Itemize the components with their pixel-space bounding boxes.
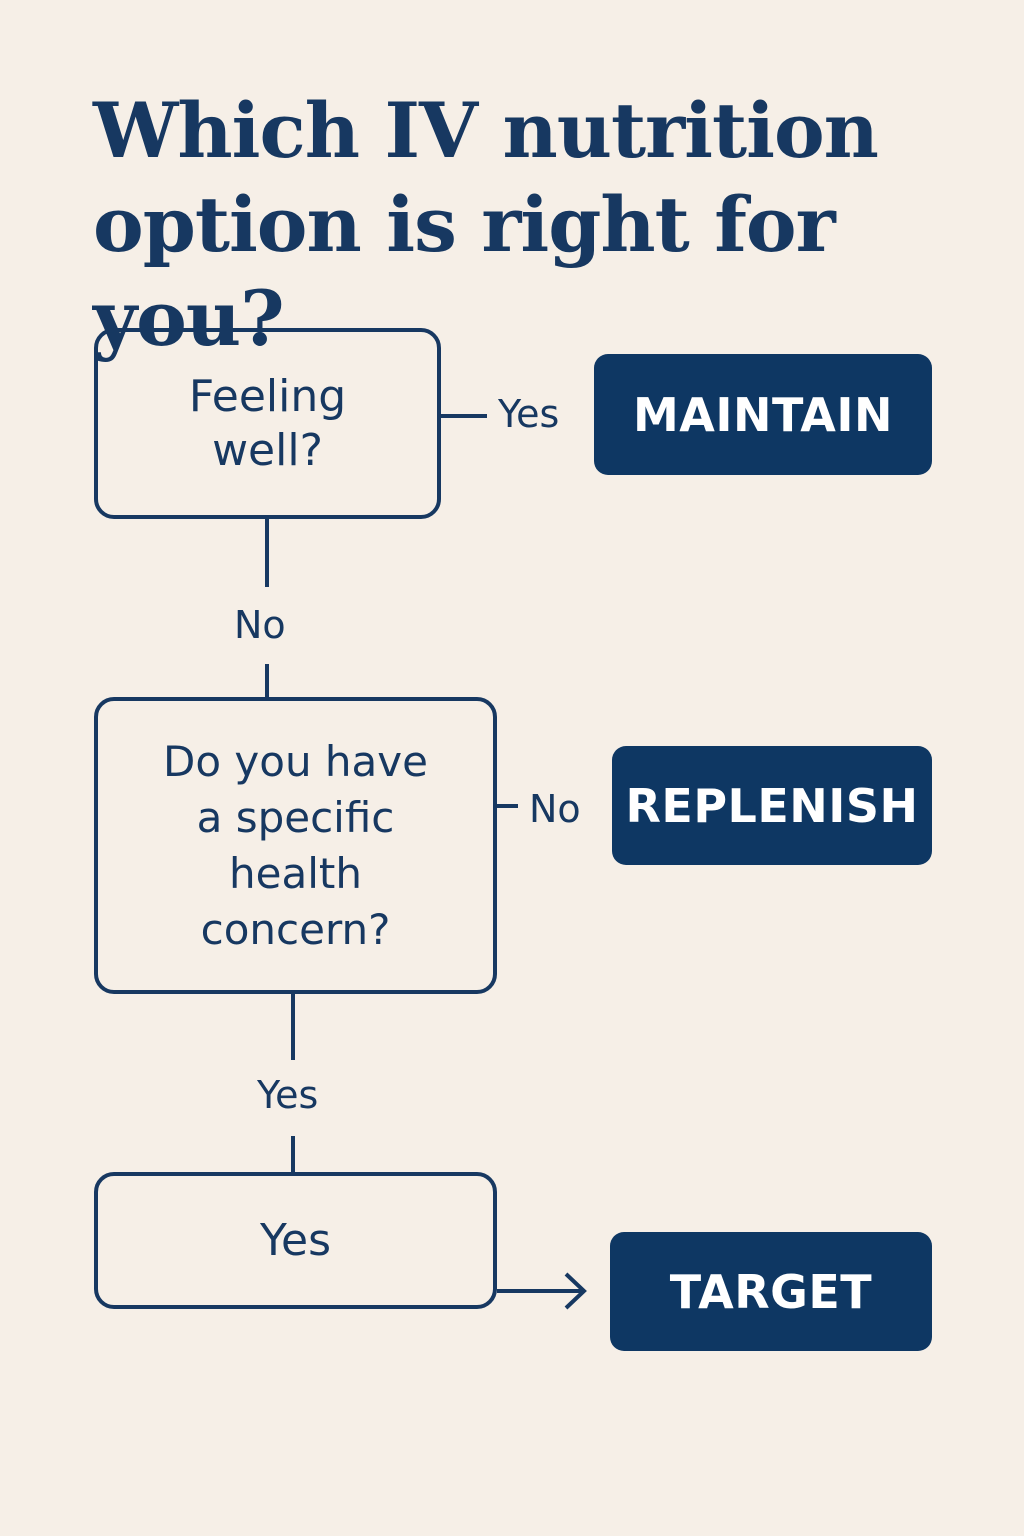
- title-line-2: option is right for you?: [93, 180, 836, 363]
- outcome-maintain: MAINTAIN: [594, 354, 932, 475]
- question-health-concern: Do you have a specific health concern?: [94, 697, 497, 994]
- question-feeling-well: Feeling well?: [94, 328, 441, 519]
- question-health-concern-line-4: concern?: [200, 904, 391, 954]
- outcome-target-label: TARGET: [669, 1264, 873, 1319]
- question-health-concern-line-1: Do you have: [163, 736, 428, 786]
- outcome-replenish: REPLENISH: [612, 746, 932, 865]
- question-health-concern-text: Do you have a specific health concern?: [163, 734, 428, 958]
- edge-label-feeling-no: No: [234, 603, 286, 647]
- edge-label-concern-no: No: [529, 787, 581, 831]
- question-feeling-well-line-1: Feeling: [188, 370, 347, 422]
- outcome-replenish-label: REPLENISH: [625, 778, 919, 833]
- outcome-maintain-label: MAINTAIN: [632, 387, 893, 442]
- edge-label-concern-yes: Yes: [257, 1073, 319, 1117]
- page-title: Which IV nutrition option is right for y…: [93, 84, 993, 366]
- question-health-concern-line-3: health: [229, 848, 362, 898]
- question-feeling-well-text: Feeling well?: [189, 370, 346, 478]
- title-line-1: Which IV nutrition: [93, 86, 879, 175]
- question-feeling-well-line-2: well?: [212, 424, 323, 476]
- yes-box: Yes: [94, 1172, 497, 1309]
- edge-label-feeling-yes: Yes: [498, 392, 560, 436]
- question-health-concern-line-2: a specific: [196, 792, 395, 842]
- outcome-target: TARGET: [610, 1232, 932, 1351]
- arrowhead-to-target: [564, 1272, 587, 1310]
- yes-box-label: Yes: [259, 1214, 332, 1266]
